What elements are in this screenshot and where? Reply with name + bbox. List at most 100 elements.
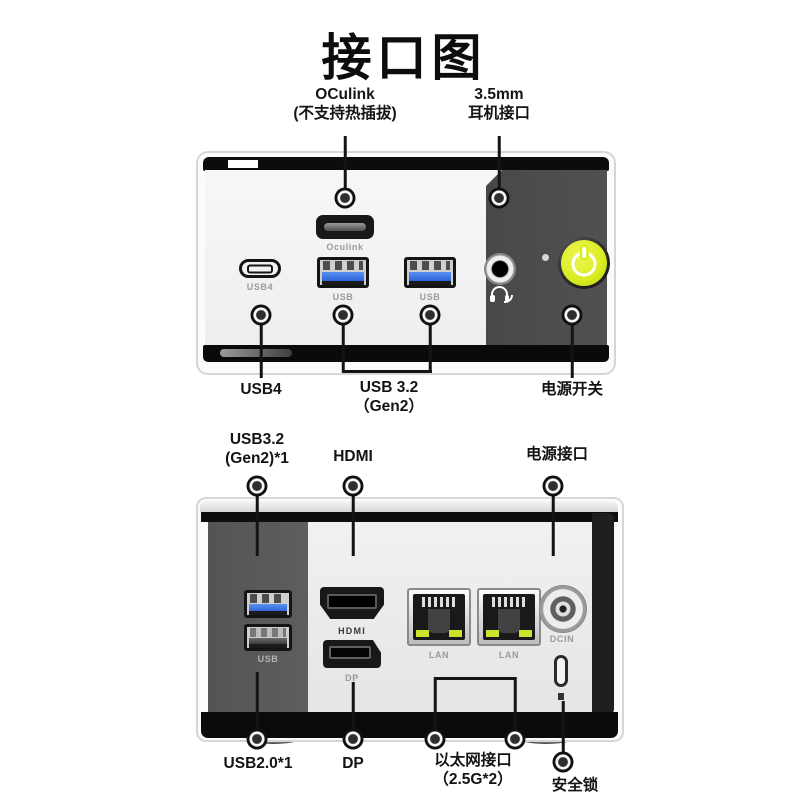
callout-usb4-line1: USB4 xyxy=(240,381,282,398)
lan-cavity xyxy=(483,594,535,640)
callout-line xyxy=(433,677,437,730)
usb-port-label-rear: USB xyxy=(257,654,279,664)
callout-power-in: 电源接口 xyxy=(526,445,588,464)
usb2-port-rear xyxy=(244,624,292,651)
callout-hdmi-line1: HDMI xyxy=(333,448,373,465)
callout-dot-usb32-rear xyxy=(246,475,268,497)
rear-top-strip xyxy=(201,512,618,522)
oculink-slot xyxy=(324,223,366,231)
headphone-ear xyxy=(490,295,495,302)
headphone-band xyxy=(491,286,508,301)
lan-port-right xyxy=(477,588,541,646)
lan-led xyxy=(416,630,429,637)
callout-dot-usb32-right xyxy=(419,304,441,326)
callout-line xyxy=(570,324,574,378)
callout-oculink: OCulink (不支持热插拔) xyxy=(293,85,396,123)
callout-usb32-rear: USB3.2 (Gen2)*1 xyxy=(225,430,289,468)
power-button-face xyxy=(561,240,607,286)
callout-dot-eth-right xyxy=(504,728,526,750)
lan-plug xyxy=(428,609,450,633)
callout-line xyxy=(561,701,565,753)
callout-dot-lock xyxy=(552,751,574,773)
usb-port-label-left: USB xyxy=(332,292,354,302)
callout-power-switch-line1: 电源开关 xyxy=(540,381,604,398)
callout-usb20-line1: USB2.0*1 xyxy=(223,755,293,772)
usb-c-port xyxy=(239,259,281,278)
headphone-jack xyxy=(484,253,516,285)
power-icon-bar xyxy=(582,247,586,258)
dcin-port-label: DCIN xyxy=(549,634,575,644)
usb-cavity xyxy=(322,281,364,285)
callout-usb32: USB 3.2 （Gen2） xyxy=(354,378,424,416)
callout-dp-line1: DP xyxy=(342,755,364,772)
callout-usb32-rear-line2: (Gen2)*1 xyxy=(225,450,289,467)
callout-dot-eth-left xyxy=(424,728,446,750)
callout-headphone-jack: 3.5mm 耳机接口 xyxy=(468,85,530,123)
callout-dot-headphone xyxy=(488,187,510,209)
lan-cavity xyxy=(413,594,465,640)
callout-headphone-line1: 3.5mm xyxy=(474,86,524,103)
callout-line xyxy=(255,672,259,730)
lan-pins xyxy=(492,597,526,607)
dc-in-port xyxy=(539,585,587,633)
security-lock-mark xyxy=(558,693,564,700)
hdmi-port-label: HDMI xyxy=(338,626,366,636)
usb-port-label-right: USB xyxy=(419,292,441,302)
callout-dot-usb32-left xyxy=(332,304,354,326)
front-top-strip xyxy=(203,157,609,171)
front-vent-slot xyxy=(220,349,292,357)
usb-a-port-left xyxy=(317,257,369,288)
usb-cavity xyxy=(249,644,287,648)
lan-port-label-right: LAN xyxy=(498,650,520,660)
usb-pins xyxy=(250,594,286,603)
hdmi-slot xyxy=(327,594,377,609)
usb-a-inner xyxy=(320,260,366,285)
front-bottom-strip xyxy=(203,345,609,362)
callout-ethernet-line2: （2.5G*2） xyxy=(433,771,513,788)
dp-port-label: DP xyxy=(345,673,359,683)
usb3-port-rear xyxy=(244,590,292,618)
callout-bracket xyxy=(434,677,516,680)
callout-line xyxy=(259,324,263,378)
callout-security-lock-line1: 安全锁 xyxy=(551,777,599,794)
rear-top-lid xyxy=(200,501,618,512)
usb-pins xyxy=(250,628,286,637)
callout-dp: DP xyxy=(342,754,364,773)
usb-tongue xyxy=(322,272,364,281)
callout-oculink-line2: (不支持热插拔) xyxy=(293,105,397,122)
callout-hdmi: HDMI xyxy=(333,447,373,466)
security-lock-slot xyxy=(554,655,568,687)
callout-oculink-line1: OCulink xyxy=(315,86,375,103)
power-button xyxy=(558,237,610,289)
callout-usb32-rear-line1: USB3.2 xyxy=(229,431,285,448)
page-title: 接口图 xyxy=(321,30,487,86)
callout-usb4: USB4 xyxy=(240,380,281,399)
callout-line xyxy=(255,495,259,556)
callout-usb32-line1: USB 3.2 xyxy=(359,379,419,396)
lan-led xyxy=(449,630,462,637)
callout-ethernet: 以太网接口 （2.5G*2） xyxy=(433,751,512,789)
callout-usb20: USB2.0*1 xyxy=(224,754,293,773)
callout-security-lock: 安全锁 xyxy=(552,776,599,795)
rear-bottom-base xyxy=(201,712,618,738)
callout-line xyxy=(351,495,355,556)
callout-dot-dp xyxy=(342,728,364,750)
callout-dot-hdmi xyxy=(342,475,364,497)
callout-headphone-line2: 耳机接口 xyxy=(467,105,531,122)
dp-port xyxy=(323,640,381,668)
callout-line xyxy=(351,682,355,730)
callout-dot-oculink xyxy=(334,187,356,209)
callout-bracket xyxy=(342,370,432,373)
oculink-port xyxy=(316,215,374,239)
callout-power-switch: 电源开关 xyxy=(541,380,603,399)
callout-dot-power-switch xyxy=(561,304,583,326)
lan-port-label-left: LAN xyxy=(428,650,450,660)
usb-tongue xyxy=(249,604,287,612)
usb-a-port-right xyxy=(404,257,456,288)
callout-line xyxy=(551,495,555,556)
usb-a-inner xyxy=(247,627,289,648)
lan-plug xyxy=(498,609,520,633)
callout-usb32-line2: （Gen2） xyxy=(354,398,424,415)
usb-tongue xyxy=(409,272,451,281)
